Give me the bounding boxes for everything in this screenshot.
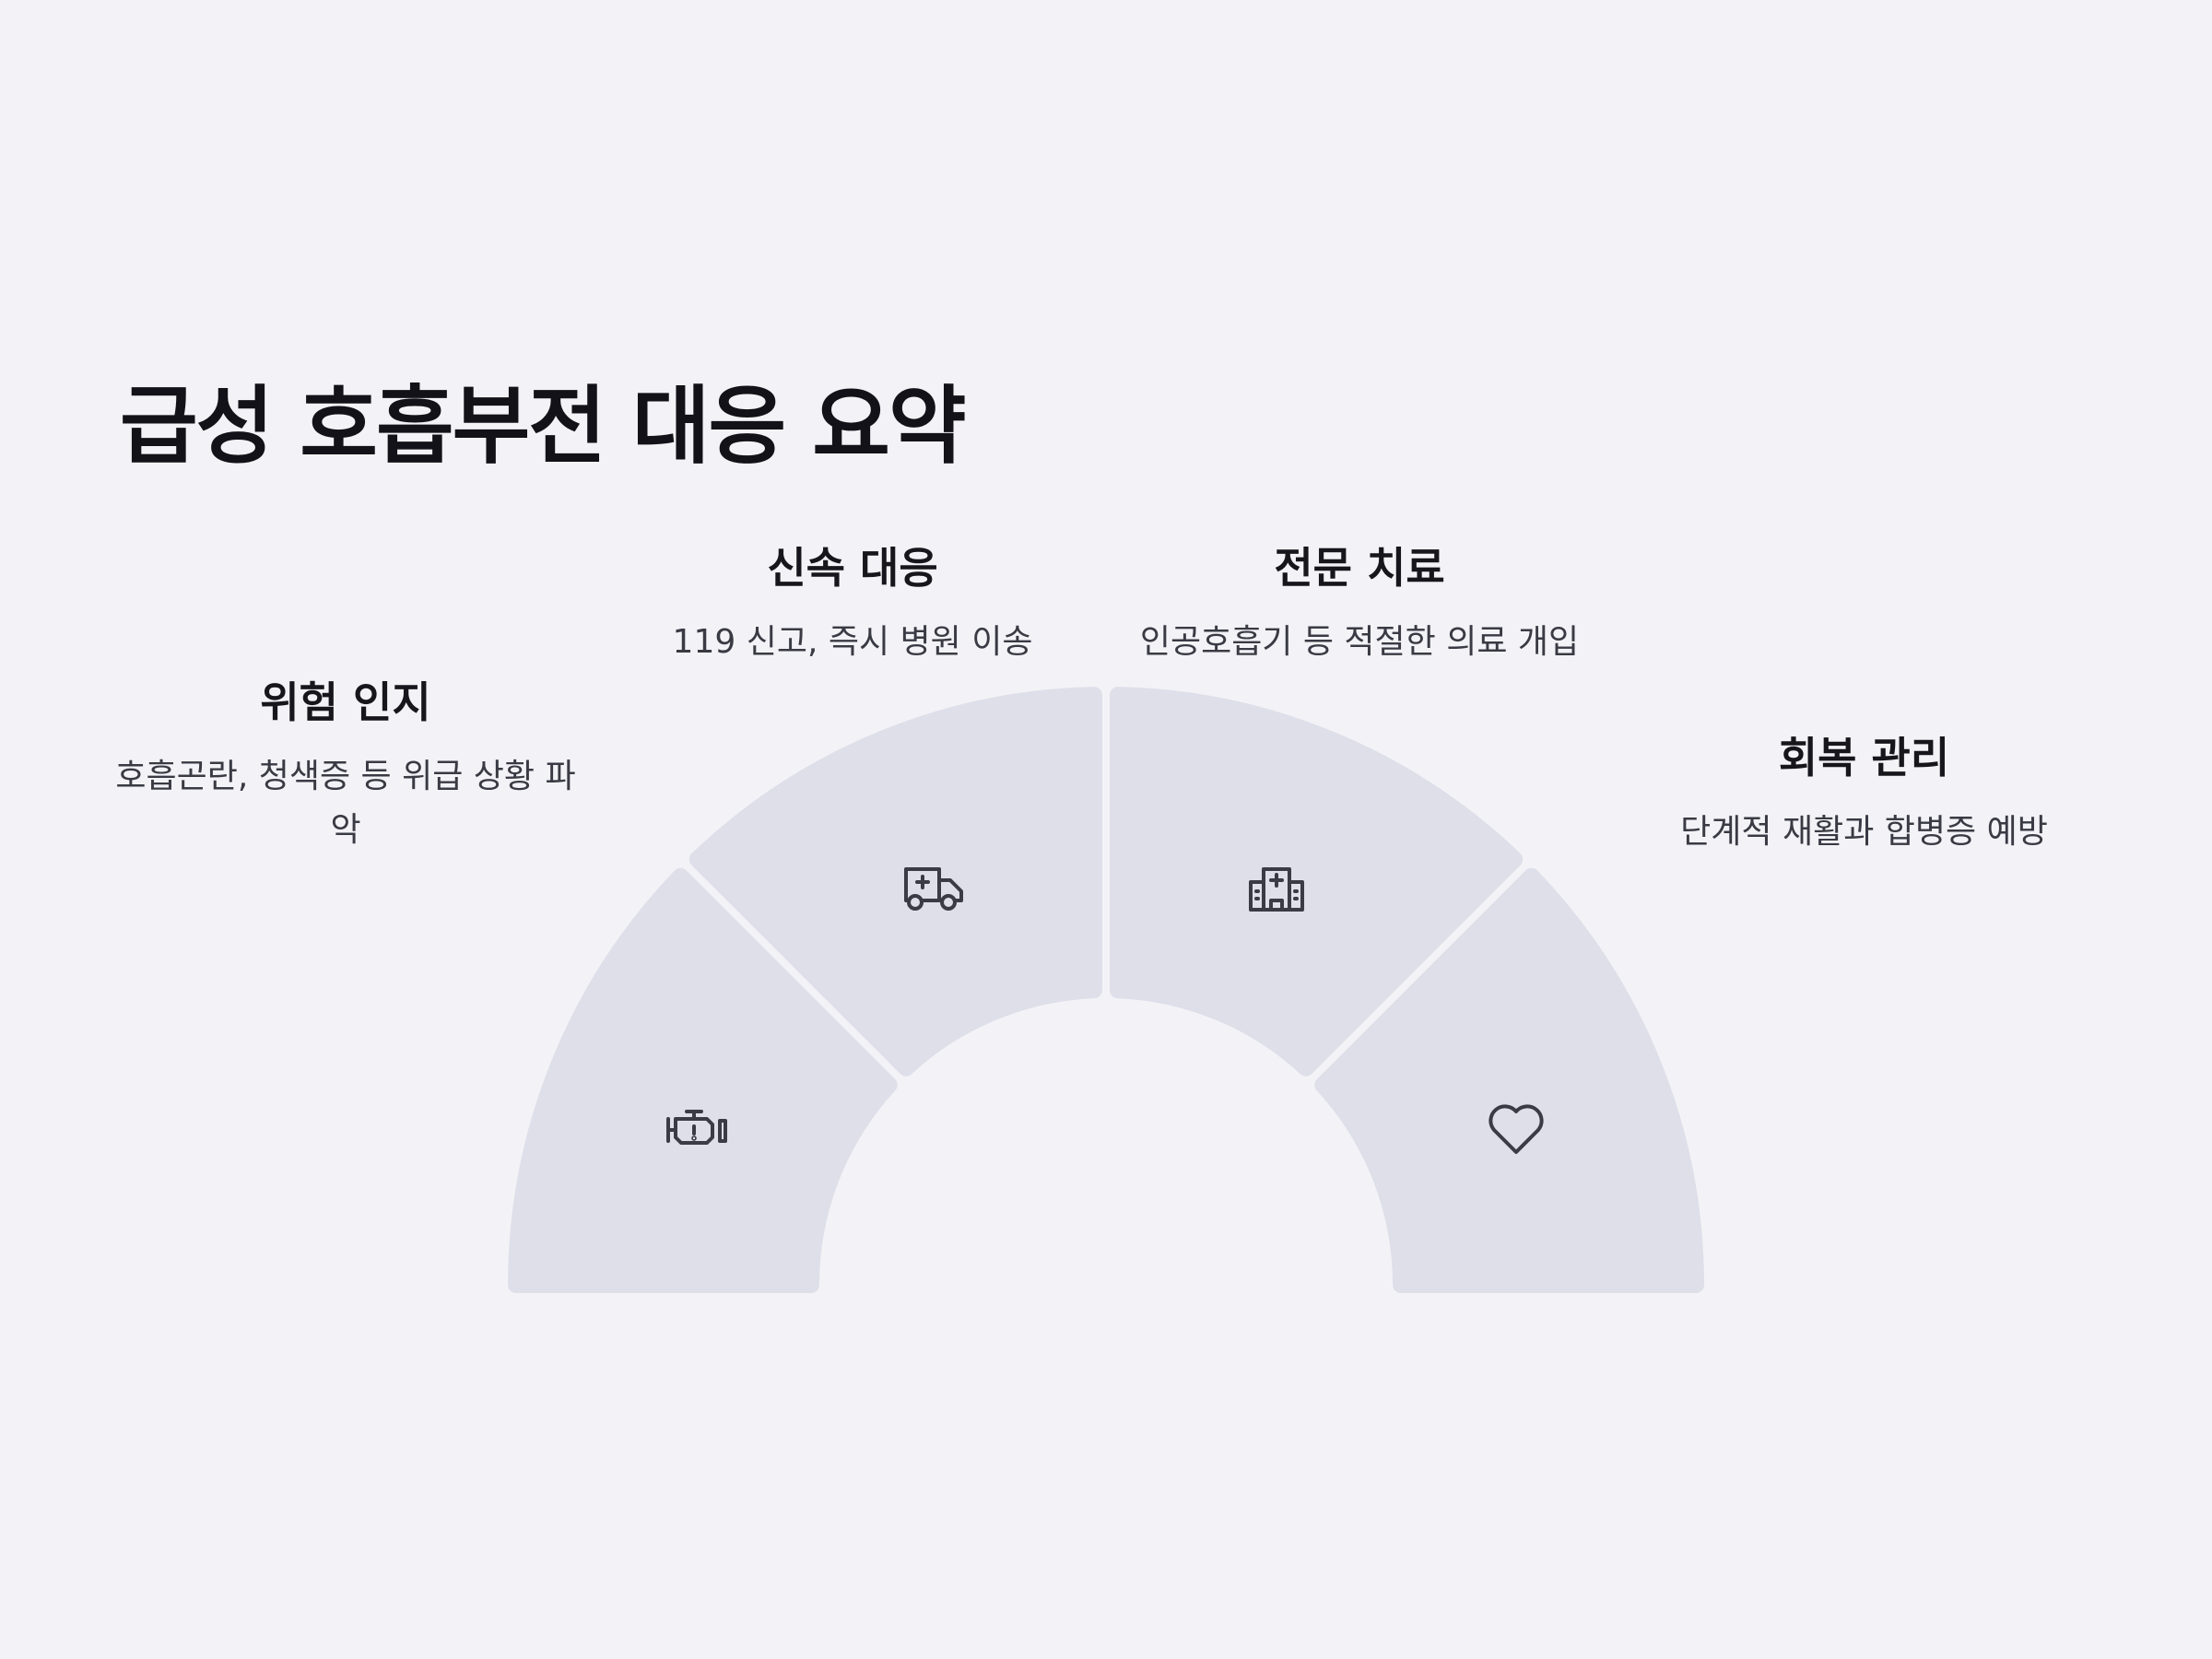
segment-risk-recognition (508, 867, 898, 1293)
step-title: 회복 관리 (1778, 733, 1950, 782)
step-risk-recognition: 위험 인지 호흡곤란, 청색증 등 위급 상황 파악 (111, 669, 581, 857)
page-title: 급성 호흡부전 대응 요약 (120, 377, 966, 476)
step-title: 신속 대응 (767, 543, 938, 593)
step-title: 전문 치료 (1274, 543, 1445, 593)
heart-icon (1488, 1104, 1544, 1154)
engine-warning-icon (666, 1110, 727, 1145)
segment-specialist-treatment (1110, 687, 1524, 1077)
segment-recovery-management (1314, 867, 1704, 1293)
ambulance-icon (904, 867, 963, 911)
step-description: 119 신고, 즉시 병원 이송 (672, 623, 1033, 661)
step-description: 인공호흡기 등 적절한 의료 개입 (1139, 623, 1580, 661)
step-description: 호흡곤란, 청색증 등 위급 상황 파악 (115, 758, 576, 849)
step-recovery-management: 회복 관리 단계적 재활과 합병증 예방 (1631, 724, 2097, 859)
step-description: 단계적 재활과 합병증 예방 (1680, 813, 2048, 851)
step-rapid-response: 신속 대응 119 신고, 즉시 병원 이송 (627, 535, 1078, 669)
segment-rapid-response (688, 687, 1102, 1077)
step-specialist-treatment: 전문 치료 인공호흡기 등 적절한 의료 개입 (1111, 535, 1608, 669)
hospital-icon (1249, 867, 1304, 912)
step-title: 위험 인지 (260, 677, 431, 727)
